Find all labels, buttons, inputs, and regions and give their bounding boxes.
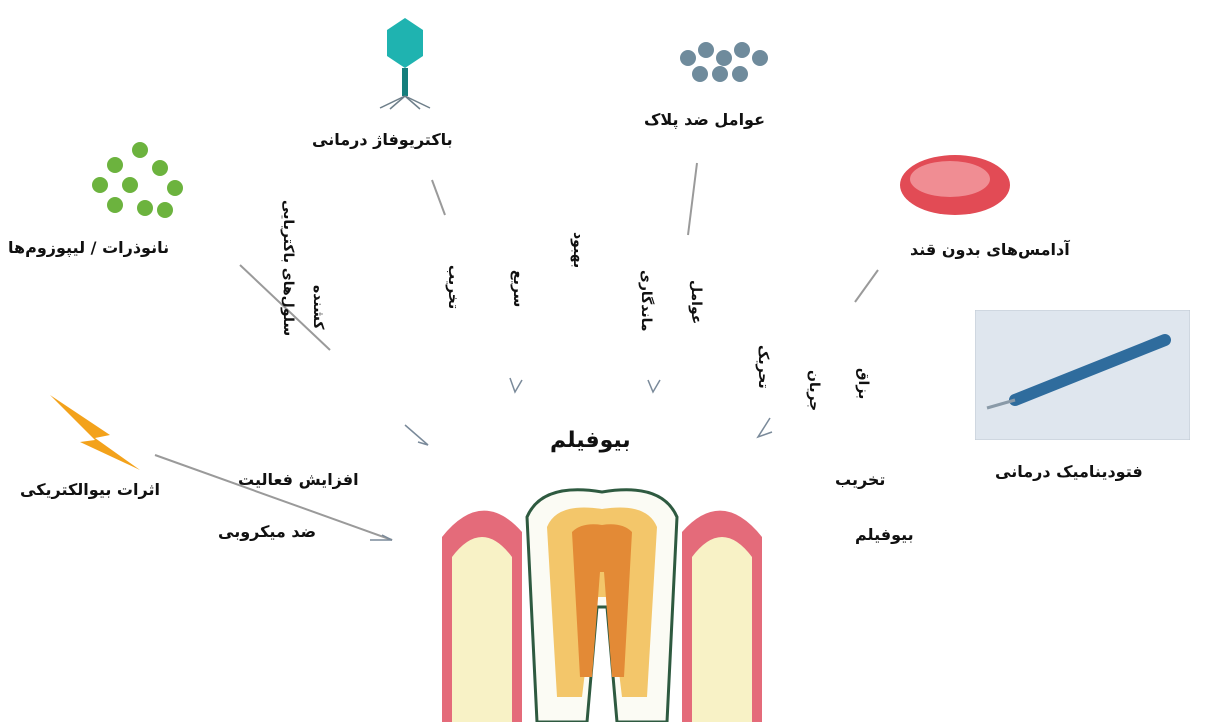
edge-label-lethal: کشنده	[310, 285, 326, 329]
edge-label-destroy: تخریب	[445, 265, 461, 309]
lightning-icon	[40, 390, 160, 480]
sugarfree-gum-label: آدامس‌های بدون قند	[910, 240, 1070, 259]
photodynamic-node: فتودینامیک درمانی	[975, 310, 1185, 500]
phage-icon	[345, 10, 465, 110]
edge-label-increase-activity: افزایش فعالیت	[238, 470, 359, 489]
gum-icon	[890, 145, 1020, 225]
bacteriophage-label: باکتریوفاژ درمانی	[312, 130, 453, 149]
edge-label-improve: بهبود	[570, 232, 586, 268]
edge-label-flow: جریان	[806, 370, 822, 411]
edge-label-saliva: بزاق	[855, 368, 871, 399]
antiplaque-label: عوامل ضد پلاک	[644, 110, 765, 129]
nanoparticles-node: نانوذرات / لیپوزوم‌ها	[0, 130, 200, 270]
edge-label-cells: سلول‌های باکتریایی	[280, 200, 296, 336]
edge-label-antimicrobial: ضد میکروبی	[218, 522, 316, 541]
bacteriophage-node: باکتریوفاژ درمانی	[300, 10, 500, 170]
edge-label-retention: ماندگاری	[638, 270, 654, 332]
edge-label-agents: عوامل	[688, 280, 704, 324]
tooth-icon	[442, 477, 762, 722]
bioelectric-label: اثرات بیوالکتریکی	[20, 480, 160, 499]
photodynamic-label: فتودینامیک درمانی	[995, 462, 1143, 481]
edge-label-destruction: تخریب	[835, 470, 885, 489]
bioelectric-node: اثرات بیوالکتریکی	[10, 390, 200, 520]
plaque-agents-icon	[670, 30, 790, 90]
antiplaque-node: عوامل ضد پلاک	[640, 20, 800, 140]
edge-label-rapid: سریع	[510, 270, 526, 307]
biofilm-title: بیوفیلم	[550, 428, 631, 453]
sugarfree-gum-node: آدامس‌های بدون قند	[880, 140, 1090, 270]
edge-label-biofilm: بیوفیلم	[855, 525, 914, 544]
nanoparticles-label: نانوذرات / لیپوزوم‌ها	[8, 238, 169, 257]
photodynamic-probe-icon	[975, 310, 1190, 440]
edge-label-stimulate: تحریک	[755, 345, 771, 389]
nanoparticles-icon	[85, 140, 195, 230]
